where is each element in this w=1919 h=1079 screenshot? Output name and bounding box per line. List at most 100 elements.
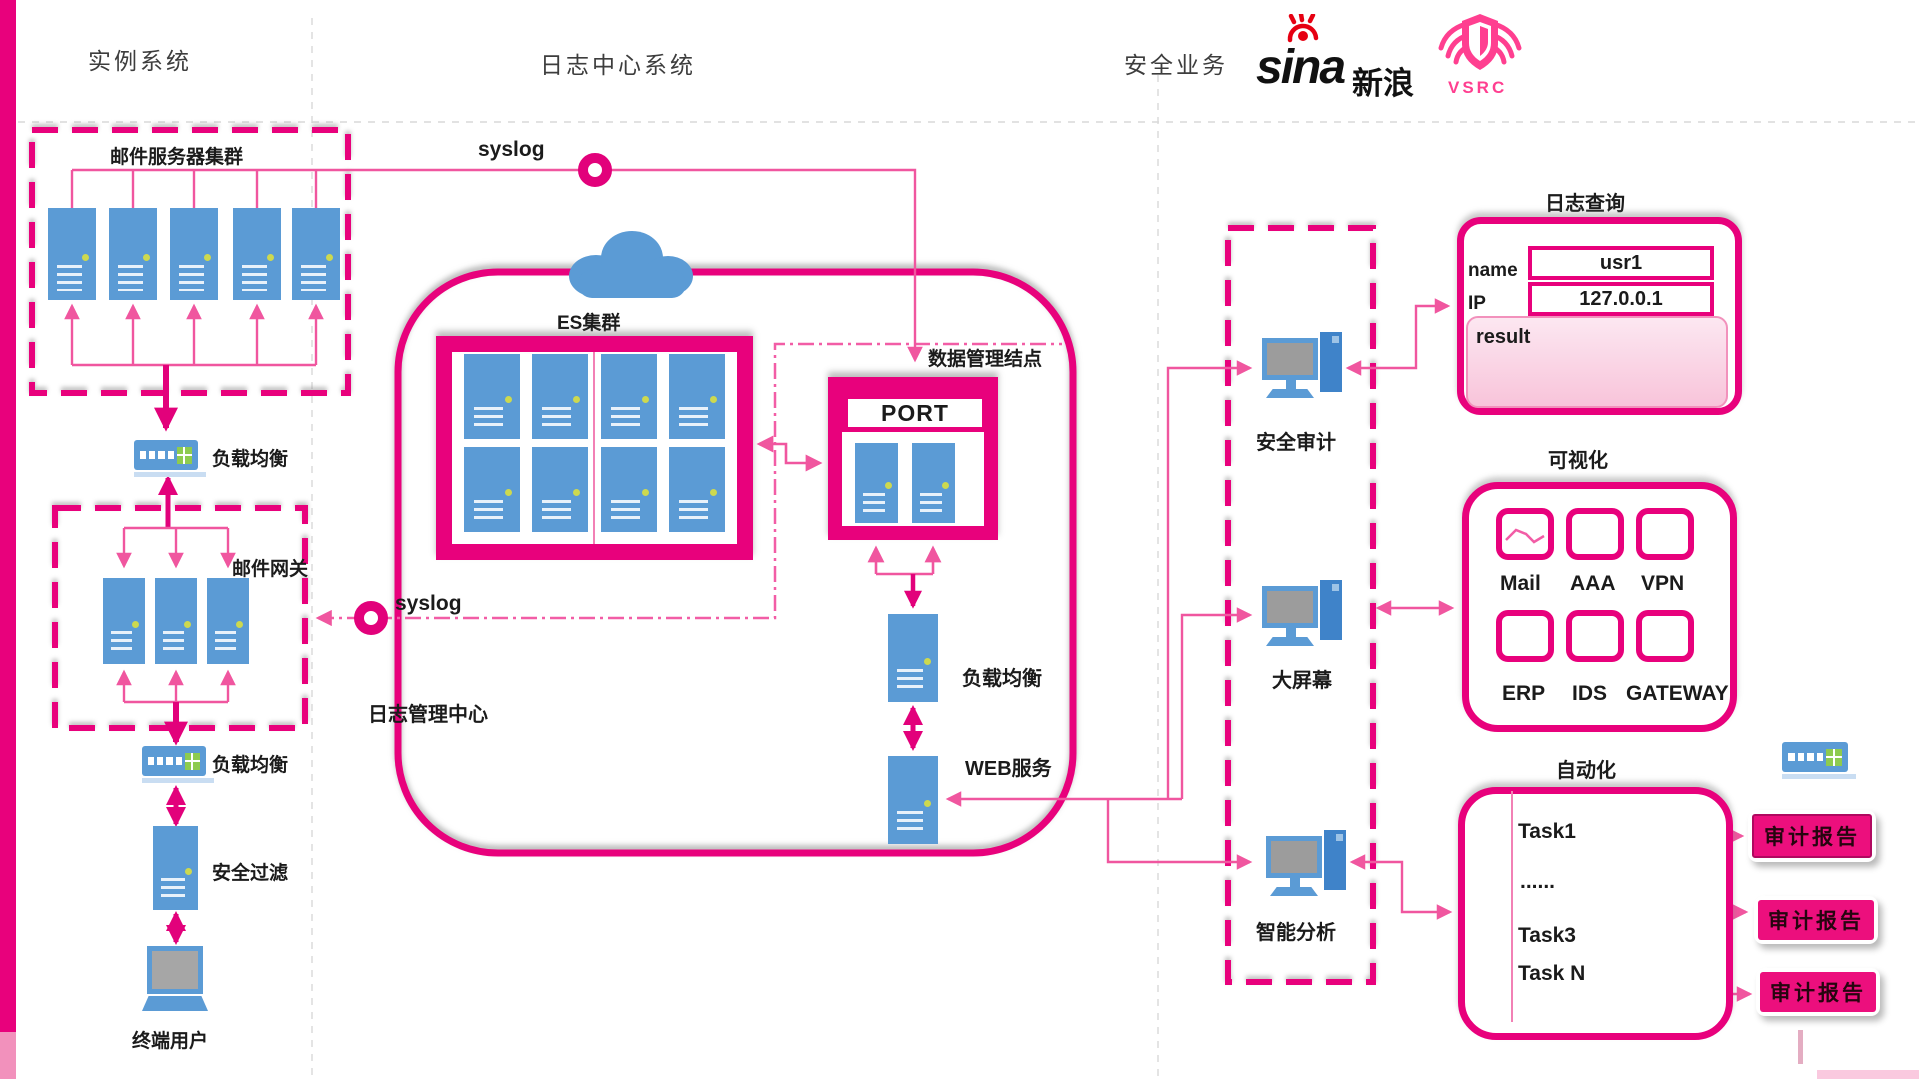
automation-title: 自动化 — [1556, 760, 1616, 782]
web-server-icon — [888, 756, 938, 844]
es-cluster-label: ES集群 — [557, 313, 621, 334]
server-icon — [669, 447, 725, 532]
end-user-label: 终端用户 — [132, 1031, 209, 1052]
log-center-container — [394, 268, 1077, 857]
lb2-label: 负载均衡 — [212, 755, 289, 776]
server-icon — [669, 354, 725, 439]
audit-report-button[interactable]: 审计报告 — [1754, 896, 1878, 944]
vsrc-wordmark: VSRC — [1448, 78, 1508, 97]
syslog-dashdot-line — [315, 342, 1062, 627]
taskN-item: Task N — [1518, 962, 1586, 985]
vsrc-logo: VSRC — [1436, 6, 1524, 106]
tile-gateway-label: GATEWAY — [1626, 682, 1729, 705]
task1-item: Task1 — [1518, 820, 1576, 843]
server-icon — [48, 208, 96, 300]
tile-ids-label: IDS — [1572, 682, 1608, 705]
server-icon — [912, 443, 955, 523]
web-service-label: WEB服务 — [965, 758, 1052, 780]
server-icon — [109, 208, 157, 300]
server-icon — [855, 443, 898, 523]
audit-query-link — [1345, 298, 1451, 376]
lb1-label: 负载均衡 — [212, 449, 289, 470]
task3-item: Task3 — [1518, 924, 1576, 947]
cloud-icon — [569, 231, 693, 298]
audit-report-label: 审计报告 — [1752, 814, 1872, 858]
mail-cluster-feeds — [64, 303, 324, 367]
lb-server-icon — [888, 614, 938, 702]
tile-ids[interactable] — [1566, 610, 1624, 662]
left-accent-bar — [0, 0, 16, 1032]
web-feeds — [945, 360, 1253, 870]
big-screen-label: 大屏幕 — [1272, 670, 1332, 692]
desktop-computer-icon — [1266, 830, 1346, 904]
server-icon — [170, 208, 218, 300]
automation-panel — [1458, 787, 1733, 1040]
name-field-label: name — [1468, 260, 1518, 281]
name-input[interactable]: usr1 — [1528, 246, 1714, 280]
tile-vpn[interactable] — [1636, 508, 1694, 560]
syslog-top-line — [70, 168, 923, 363]
sina-eye-icon — [1287, 14, 1319, 43]
sina-wordmark: sina — [1256, 41, 1346, 94]
visualization-title: 可视化 — [1548, 450, 1608, 472]
audit-report-label: 审计报告 — [1758, 900, 1874, 940]
left-accent-bar-light — [0, 1032, 16, 1079]
server-icon — [103, 578, 145, 664]
syslog-node-icon — [354, 601, 388, 635]
header-instance-system: 实例系统 — [88, 48, 192, 74]
server-icon — [601, 354, 657, 439]
server-icon — [207, 578, 249, 664]
tile-erp-label: ERP — [1502, 682, 1546, 705]
security-filter-label: 安全过滤 — [212, 863, 289, 884]
analysis-automation-link — [1349, 854, 1453, 920]
vsrc-shield-icon — [1438, 14, 1522, 70]
mail-cluster-box — [29, 127, 351, 396]
ip-input[interactable]: 127.0.0.1 — [1528, 282, 1714, 316]
server-icon — [532, 354, 588, 439]
data-node-label: 数据管理结点 — [928, 349, 1043, 370]
automation-divider-line — [1511, 791, 1513, 1022]
security-services-box — [1225, 225, 1376, 985]
mail-gateway-label: 邮件网关 — [232, 559, 309, 580]
task-ellipsis: ...... — [1520, 870, 1556, 893]
desktop-computer-icon — [1262, 332, 1342, 406]
ip-field-label: IP — [1468, 293, 1486, 314]
port-label: PORT — [848, 399, 982, 427]
mail-gateway-box — [52, 505, 308, 731]
syslog-left-label: syslog — [395, 592, 462, 615]
desktop-computer-icon — [1262, 580, 1342, 654]
tile-erp[interactable] — [1496, 610, 1554, 662]
server-icon — [601, 447, 657, 532]
tile-mail[interactable] — [1496, 508, 1554, 560]
log-query-title: 日志查询 — [1545, 193, 1625, 215]
network-switch-icon — [134, 440, 206, 477]
tile-aaa[interactable] — [1566, 508, 1624, 560]
sina-logo: sina 新浪 — [1256, 14, 1426, 104]
network-switch-icon — [142, 746, 214, 783]
watermark-strip — [1817, 1070, 1919, 1079]
security-filter-server-icon — [153, 826, 198, 910]
tile-aaa-label: AAA — [1570, 572, 1616, 595]
layout-guides — [18, 18, 1919, 1079]
header-log-center: 日志中心系统 — [540, 52, 696, 78]
tile-vpn-label: VPN — [1641, 572, 1685, 595]
port-feeds — [867, 545, 942, 576]
audit-report-label: 审计报告 — [1760, 972, 1876, 1012]
intelligent-analysis-label: 智能分析 — [1256, 922, 1336, 944]
audit-report-button[interactable]: 审计报告 — [1748, 810, 1876, 862]
result-panel — [1466, 316, 1728, 408]
tile-mail-label: Mail — [1500, 572, 1541, 595]
header-security-biz: 安全业务 — [1124, 52, 1228, 78]
server-icon — [233, 208, 281, 300]
tile-gateway[interactable] — [1636, 610, 1694, 662]
log-center-label: 日志管理中心 — [368, 704, 488, 726]
lb3-label: 负载均衡 — [962, 668, 1042, 690]
mail-cluster-label: 邮件服务器集群 — [110, 147, 244, 168]
es-port-link — [756, 435, 823, 472]
network-switch-icon — [1782, 742, 1856, 779]
server-icon — [155, 578, 197, 664]
sina-chinese: 新浪 — [1352, 66, 1414, 101]
audit-report-button[interactable]: 审计报告 — [1756, 968, 1880, 1016]
